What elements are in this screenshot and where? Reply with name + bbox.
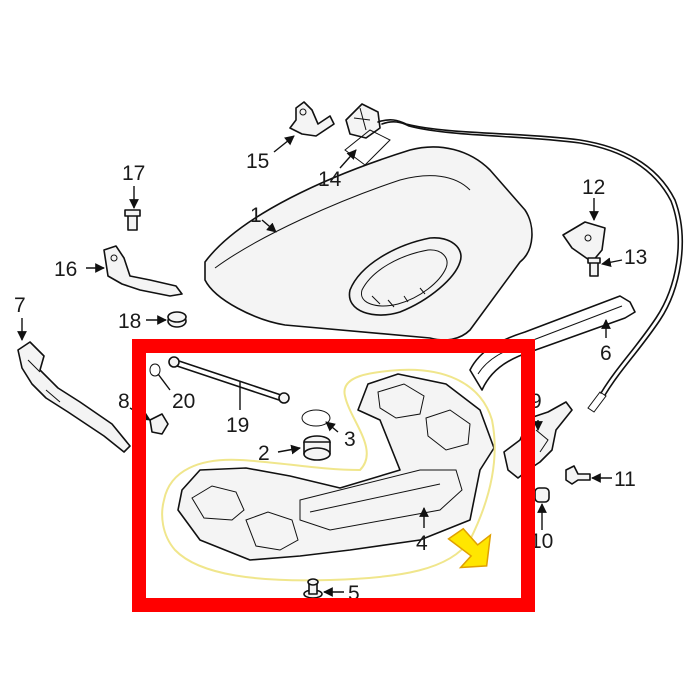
callout-12: 12 — [582, 176, 605, 199]
right-hinge — [503, 401, 573, 479]
callout-8: 8 — [118, 390, 130, 413]
callout-16: 16 — [54, 258, 77, 281]
grommet-18 — [167, 311, 187, 328]
clip-8 — [149, 413, 169, 435]
callout-10: 10 — [530, 530, 553, 553]
bolt-13 — [587, 257, 601, 277]
callout-2: 2 — [258, 442, 270, 465]
callout-11: 11 — [614, 468, 636, 491]
leader-lines — [17, 135, 623, 597]
callout-3: 3 — [344, 428, 356, 451]
pointer-arrow — [447, 527, 492, 569]
callout-7: 7 — [14, 294, 26, 317]
bumper-10 — [534, 487, 550, 503]
ring-3 — [301, 409, 331, 427]
part-outline — [161, 368, 496, 582]
callout-19: 19 — [226, 414, 249, 437]
bolt-17 — [124, 209, 141, 231]
latch-bracket — [562, 221, 606, 263]
hood-bracket — [289, 101, 335, 137]
callout-6: 6 — [600, 342, 612, 365]
callout-4: 4 — [416, 532, 428, 555]
callout-9: 9 — [530, 390, 542, 413]
callout-14: 14 — [318, 168, 342, 191]
callout-15: 15 — [246, 150, 269, 173]
highlight-box — [132, 339, 535, 612]
hood-panel — [204, 146, 533, 341]
plug-2 — [303, 435, 331, 461]
hood-latch — [344, 103, 391, 166]
release-cable — [377, 119, 684, 413]
left-cowl-strip — [17, 341, 131, 453]
callout-13: 13 — [624, 246, 647, 269]
left-hinge — [103, 245, 183, 297]
bolt-11 — [565, 465, 591, 485]
hood-support-strut — [168, 356, 290, 404]
clip-20 — [149, 363, 161, 377]
callout-18: 18 — [118, 310, 141, 333]
callout-1: 1 — [250, 204, 262, 227]
callout-17: 17 — [122, 162, 145, 185]
callout-labels: 1 2 3 4 5 6 7 8 9 10 11 12 13 14 15 16 1… — [14, 150, 647, 605]
callout-5: 5 — [348, 582, 360, 605]
hood-insulator-pad — [177, 373, 495, 561]
clip-5 — [303, 578, 323, 599]
callout-20: 20 — [172, 390, 195, 413]
